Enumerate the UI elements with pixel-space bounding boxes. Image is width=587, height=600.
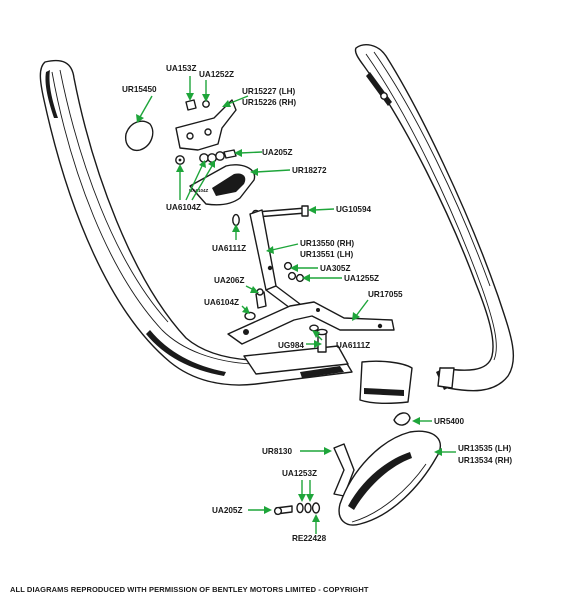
label-ua1255z: UA1255Z — [344, 274, 379, 283]
washers-upper — [175, 149, 237, 165]
center-bumper-piece — [359, 360, 413, 405]
label-ug10594: UG10594 — [336, 205, 371, 214]
copyright-footer: ALL DIAGRAMS REPRODUCED WITH PERMISSION … — [10, 585, 369, 594]
label-ua6104z-mid: UA6104Z — [204, 298, 239, 307]
label-ur13535: UR13535 (LH) — [458, 444, 512, 453]
washer-ua6111z-top — [232, 213, 240, 227]
washers-middle — [283, 261, 305, 283]
label-ur15450: UR15450 — [122, 85, 157, 94]
label-ua6104z-top: UA6104Z — [166, 203, 201, 212]
label-ua6111z-top: UA6111Z — [212, 244, 246, 253]
washer-ua6104z-mid — [244, 311, 256, 321]
bumper-stay-ur17055 — [227, 301, 395, 345]
label-ur13550: UR13550 (RH) — [300, 239, 354, 248]
clip-ur5400 — [393, 412, 411, 426]
label-re22428: RE22428 — [292, 534, 327, 543]
label-ua205z-bottom: UA205Z — [212, 506, 243, 515]
label-ua205z-top: UA205Z — [262, 148, 293, 157]
apron-ur13535 — [338, 430, 442, 526]
label-ur8130: UR8130 — [262, 447, 292, 456]
lower-fixings — [273, 502, 321, 516]
rubber-pad: UA6104Z — [189, 164, 256, 206]
label-ua305z: UA305Z — [320, 264, 351, 273]
label-ua6111z-mid: UA6111Z — [336, 341, 370, 350]
label-ua6104z-small: UA6104Z — [189, 188, 209, 193]
label-ua1253z: UA1253Z — [282, 469, 317, 478]
label-ur5400: UR5400 — [434, 417, 464, 426]
leader-arrows — [136, 76, 456, 534]
over-rider-bracket — [175, 99, 237, 151]
washer-ua6111z-mid — [309, 324, 319, 332]
label-ug984: UG984 — [278, 341, 304, 350]
left-bumper-blade — [39, 59, 353, 386]
label-ur13551: UR13551 (LH) — [300, 250, 354, 259]
label-ur15227: UR15227 (LH) — [242, 87, 296, 96]
support-bracket — [249, 209, 301, 309]
label-ua153z: UA153Z — [166, 64, 197, 73]
part-labels: UR15450 UA153Z UA1252Z UR15227 (LH) UR15… — [122, 64, 512, 543]
label-ua1252z-top: UA1252Z — [199, 70, 234, 79]
label-ur13534: UR13534 (RH) — [458, 456, 512, 465]
label-ua206z: UA206Z — [214, 276, 245, 285]
right-bumper-blade — [354, 44, 515, 392]
label-ur17055: UR17055 — [368, 290, 403, 299]
fixing-cap — [125, 120, 154, 152]
label-ur18272: UR18272 — [292, 166, 327, 175]
label-ur15226: UR15226 (RH) — [242, 98, 296, 107]
